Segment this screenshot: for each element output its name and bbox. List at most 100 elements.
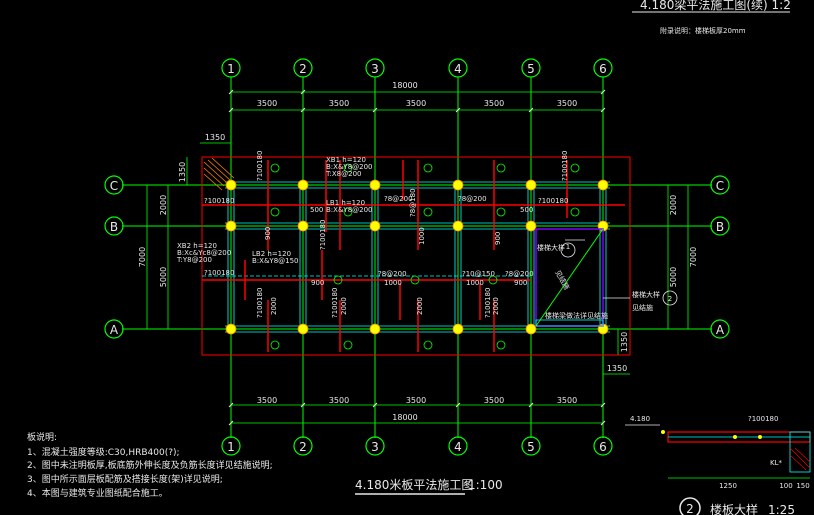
notes-item-1: 1、混凝土强度等级:C30,HRB400(?); <box>27 446 180 458</box>
dim-left-total: 7000 <box>138 247 147 267</box>
stair-landing <box>535 319 604 327</box>
axis-6-top: 6 <box>599 62 607 76</box>
detail-dim-2: 100 <box>779 482 792 490</box>
axis-c-left: C <box>110 179 118 193</box>
axis-bubbles <box>104 58 730 456</box>
axis-1-top: 1 <box>227 62 235 76</box>
rebar-vert-4: ?100180 <box>319 220 327 250</box>
rebar-vert-5: ?100180 <box>256 288 264 318</box>
stair-note-2: 见结施 <box>632 303 653 312</box>
xb2-top: T:Y8@200 <box>176 256 212 264</box>
detail-kl: KL* <box>770 459 782 467</box>
axis-3-top: 3 <box>371 62 379 76</box>
rebar-label-2: ?100180 <box>204 269 234 277</box>
xb2-label: XB2 h=120 <box>177 242 217 250</box>
rebar-vert-6: ?100180 <box>331 288 339 318</box>
plan-title: 4.180米板平法施工图 <box>355 478 473 492</box>
axis-1-bottom: 1 <box>227 440 235 454</box>
detail-elev: 4.180 <box>630 415 650 423</box>
dim-total-top: 18000 <box>392 81 417 90</box>
hatch-corner <box>203 157 235 191</box>
lb1-label: LB1 h=120 <box>326 199 365 207</box>
dim-span-bottom-4: 3500 <box>484 396 504 405</box>
detail-title: 楼板大样 <box>710 502 758 515</box>
rebar-vert-2: ?100180 <box>561 151 569 181</box>
num-2000-4: 2000 <box>492 297 500 315</box>
num-500-1: 500 <box>310 206 323 214</box>
num-900-1: 900 <box>264 227 272 240</box>
header-title: 4.180梁平法施工图(续) 1:2 <box>640 0 791 12</box>
dim-span-top-3: 3500 <box>406 99 426 108</box>
num-900-4: 900 <box>514 279 527 287</box>
dim-span-top-4: 3500 <box>484 99 504 108</box>
xb1-label: XB1 h=120 <box>326 156 366 164</box>
dim-span-bottom-2: 3500 <box>329 396 349 405</box>
stair-label-2: 见结施 <box>553 269 571 292</box>
detail-rebar: ?100180 <box>748 415 778 423</box>
num-1000-1: 1000 <box>418 227 426 245</box>
lb1-bottom: B:X&Y8@200 <box>326 206 373 214</box>
beams <box>202 181 610 333</box>
notes-block: 板说明: 1、混凝土强度等级:C30,HRB400(?); 2、图中未注明板厚,… <box>27 431 273 499</box>
slab-outline <box>201 156 631 356</box>
axis-4-bottom: 4 <box>454 440 462 454</box>
detail-scale: 1:25 <box>768 503 795 515</box>
axis-6-bottom: 6 <box>599 440 607 454</box>
axis-a-right: A <box>716 323 725 337</box>
rebar-label-3: ?8@200 <box>458 195 487 203</box>
axis-b-left: B <box>110 220 118 234</box>
notes-item-4: 4、本图与建筑专业图纸配合施工。 <box>27 487 168 499</box>
dim-left-ba: 5000 <box>159 267 168 287</box>
axis-labels: 1 2 3 4 5 6 1 2 3 4 5 6 C B A C B A <box>110 62 725 454</box>
rebar-label-1: ?100180 <box>204 197 234 205</box>
dim-total-bottom: 18000 <box>392 413 417 422</box>
notes-heading: 板说明: <box>27 431 57 443</box>
stair-label-1: 楼梯大样 <box>537 243 565 252</box>
detail-dim-1: 1250 <box>719 482 737 490</box>
axis-a-left: A <box>110 323 119 337</box>
num-900-3: 900 <box>311 279 324 287</box>
stair-ref-1 <box>560 242 576 258</box>
rebar-vert-3: ?8@180 <box>409 188 417 217</box>
stair-ref-2 <box>662 290 678 306</box>
rebar-label-8: ?8@200 <box>505 270 534 278</box>
dim-overhang-bottom2: 1350 <box>607 364 627 373</box>
stair-note-3: 楼梯梁做法详见结施 <box>545 311 608 320</box>
dim-right-ba: 5000 <box>669 267 678 287</box>
num-500-2: 500 <box>520 206 533 214</box>
axis-5-top: 5 <box>527 62 535 76</box>
dim-left-cb: 2000 <box>159 195 168 215</box>
dim-overhang-bottom: 1350 <box>620 332 629 352</box>
dim-overhang-side: 1350 <box>178 162 187 182</box>
rebar-label-5: ?8@200 <box>384 195 413 203</box>
stair-note-1: 楼梯大样 <box>632 290 660 299</box>
num-2000-1: 2000 <box>270 297 278 315</box>
axis-2-bottom: 2 <box>299 440 307 454</box>
axis-4-top: 4 <box>454 62 462 76</box>
lb2-bottom: B:X&Y8@150 <box>252 257 299 265</box>
stair-diagonal <box>535 228 604 327</box>
axis-2-top: 2 <box>299 62 307 76</box>
axis-5-bottom: 5 <box>527 440 535 454</box>
num-1000-2: 1000 <box>384 279 402 287</box>
notes-item-2: 2、图中未注明板厚,板底筋外伸长度及负筋长度详见结施说明; <box>27 459 273 471</box>
xb1-bottom: B:X&Y8@200 <box>326 163 373 171</box>
dim-span-top-1: 3500 <box>257 99 277 108</box>
detail-dim-3: 150 <box>796 482 809 490</box>
num-2000-2: 2000 <box>340 297 348 315</box>
detail-2: 4.180 ?100180 KL* 1250 100 150 2 楼板大样 1:… <box>625 415 811 515</box>
slab-labels: XB1 h=120 B:X&Y8@200 T:X8@200 LB1 h=120 … <box>176 151 569 318</box>
lb2-label: LB2 h=120 <box>252 250 291 258</box>
num-900-2: 900 <box>494 232 502 245</box>
dim-span-bottom-1: 3500 <box>257 396 277 405</box>
xb2-bottom: B:Xc&Yc8@200 <box>177 249 231 257</box>
stair-ref-2-num: 2 <box>668 295 672 303</box>
rebar-vert-1: ?100180 <box>256 151 264 181</box>
dim-span-bottom-3: 3500 <box>406 396 426 405</box>
dim-span-top-2: 3500 <box>329 99 349 108</box>
detail-num: 2 <box>686 502 694 515</box>
rebar-label-4: ?100180 <box>538 197 568 205</box>
plan-scale: 1:100 <box>468 478 503 492</box>
slab-bubbles <box>270 163 580 350</box>
